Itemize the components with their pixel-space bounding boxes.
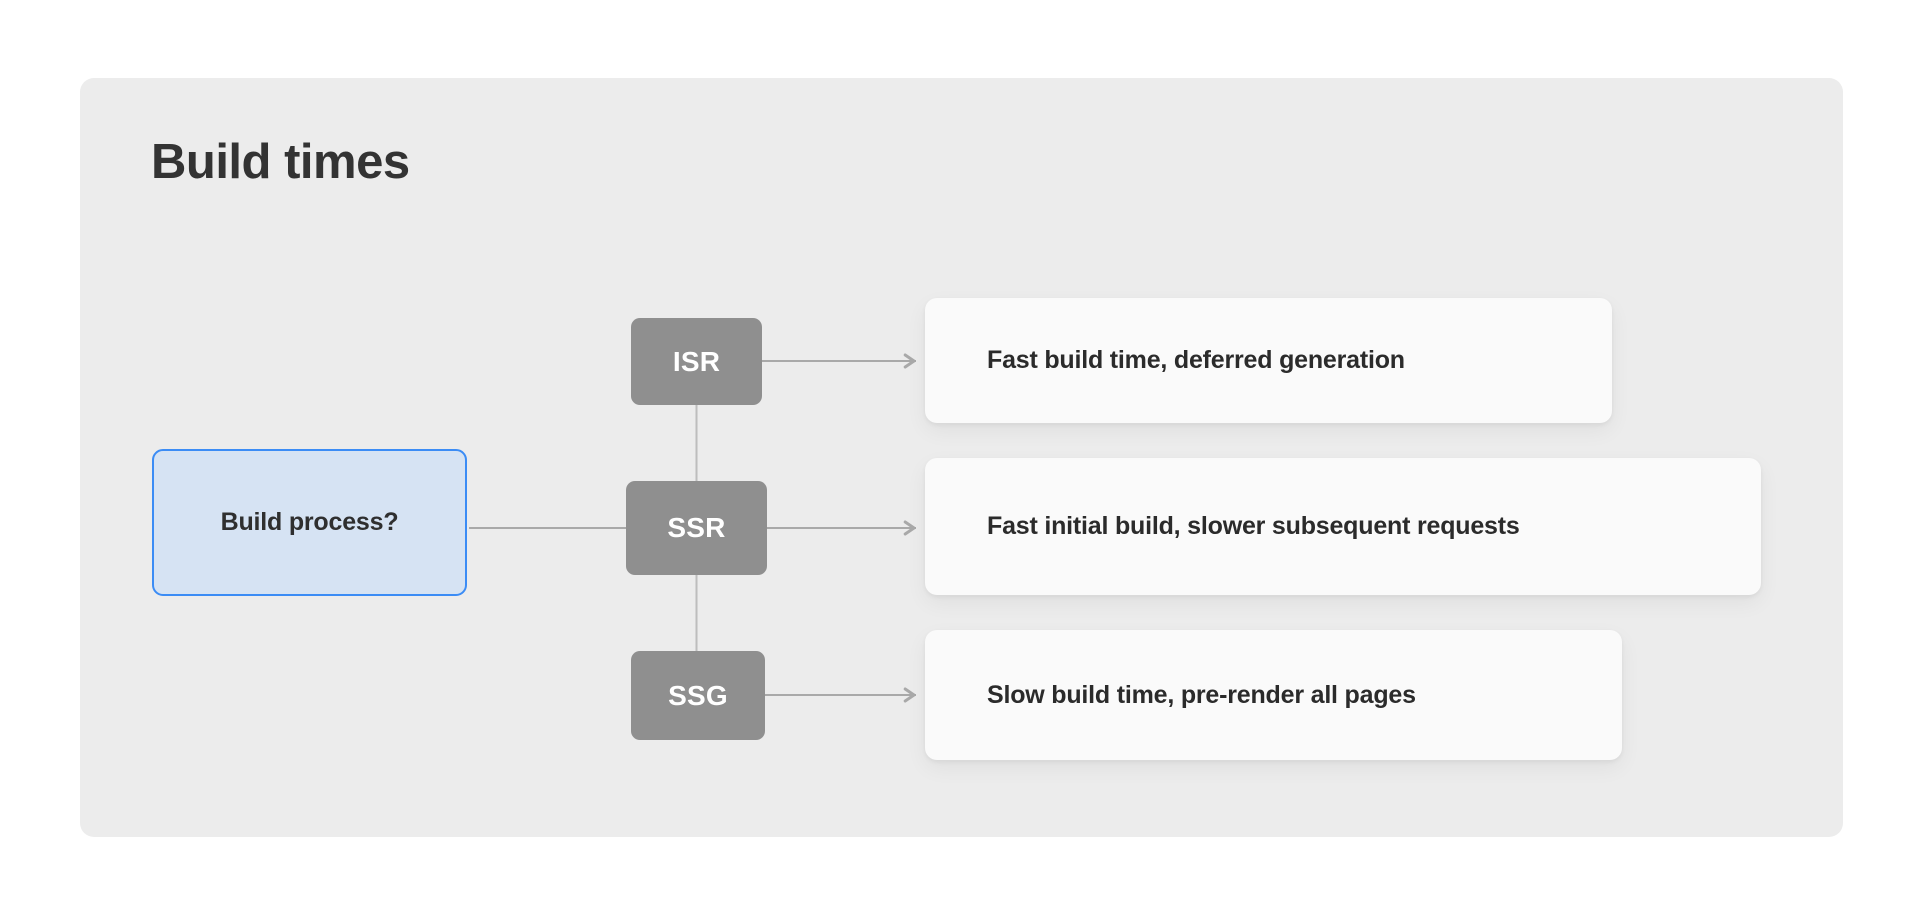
flow-diagram: Build process? ISR SSR SSG Fast build ti… [80,78,1843,837]
node-strategy-isr-label: ISR [672,345,721,377]
node-outcome-ssg[interactable]: Slow build time, pre-render all pages [925,630,1622,760]
page-title: Build times [151,135,410,189]
node-strategy-ssg[interactable]: SSG [631,651,765,740]
node-build-process-label: Build process? [220,508,399,536]
node-build-process[interactable]: Build process? [152,449,467,596]
node-outcome-isr-label: Fast build time, deferred generation [987,346,1405,374]
node-strategy-isr[interactable]: ISR [631,318,762,405]
node-strategy-ssr-label: SSR [667,512,726,543]
node-outcome-isr[interactable]: Fast build time, deferred generation [925,298,1612,423]
node-strategy-ssr[interactable]: SSR [626,481,767,575]
node-outcome-ssr[interactable]: Fast initial build, slower subsequent re… [925,458,1761,595]
node-strategy-ssg-label: SSG [668,679,728,711]
node-outcome-ssg-label: Slow build time, pre-render all pages [987,680,1416,709]
diagram-panel: Build times Build process? ISR [80,78,1843,837]
node-outcome-ssr-label: Fast initial build, slower subsequent re… [987,512,1520,540]
